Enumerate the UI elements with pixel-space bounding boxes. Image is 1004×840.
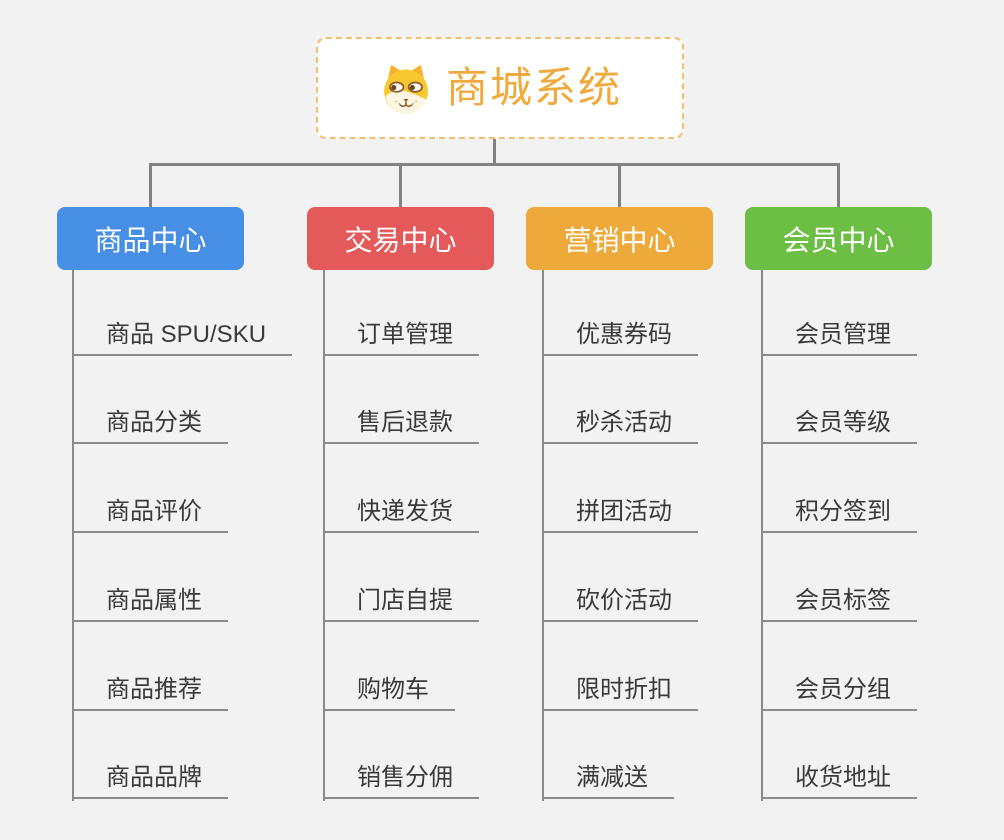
- branch-node-product-center[interactable]: 商品中心: [57, 207, 244, 270]
- leaf-node[interactable]: 拼团活动: [542, 497, 698, 533]
- connector-trunk-horizontal: [149, 163, 840, 166]
- leaf-node[interactable]: 订单管理: [323, 320, 479, 356]
- connector-column-member: [761, 270, 763, 801]
- root-label: 商城系统: [445, 64, 622, 111]
- leaf-node[interactable]: 商品分类: [72, 408, 228, 444]
- root-node[interactable]: 商城系统: [316, 37, 684, 139]
- leaf-node[interactable]: 会员标签: [761, 586, 917, 622]
- leaf-node[interactable]: 收货地址: [761, 763, 917, 799]
- branch-label: 交易中心: [344, 224, 457, 256]
- branch-label: 营销中心: [563, 224, 676, 256]
- connector-drop-member: [837, 166, 840, 208]
- connector-column-trade: [323, 270, 325, 801]
- leaf-node[interactable]: 满减送: [542, 763, 674, 799]
- leaf-node[interactable]: 商品推荐: [72, 675, 228, 711]
- leaf-node[interactable]: 商品 SPU/SKU: [72, 320, 293, 356]
- leaf-node[interactable]: 优惠券码: [542, 320, 698, 356]
- leaf-node[interactable]: 限时折扣: [542, 675, 698, 711]
- leaf-node[interactable]: 商品评价: [72, 497, 228, 533]
- leaf-node[interactable]: 会员等级: [761, 408, 917, 444]
- leaf-node[interactable]: 商品属性: [72, 586, 228, 622]
- leaf-node[interactable]: 砍价活动: [542, 586, 698, 622]
- leaf-node[interactable]: 秒杀活动: [542, 408, 698, 444]
- leaf-node[interactable]: 积分签到: [761, 497, 917, 533]
- branch-label: 商品中心: [94, 224, 207, 256]
- leaf-node[interactable]: 门店自提: [323, 586, 479, 622]
- connector-column-product: [72, 270, 74, 801]
- connector-drop-product: [149, 166, 152, 208]
- branch-node-trade-center[interactable]: 交易中心: [307, 207, 494, 270]
- leaf-node[interactable]: 会员分组: [761, 675, 917, 711]
- leaf-node[interactable]: 会员管理: [761, 320, 917, 356]
- leaf-node[interactable]: 购物车: [323, 675, 455, 711]
- branch-label: 会员中心: [782, 224, 895, 256]
- branch-node-marketing-center[interactable]: 营销中心: [526, 207, 713, 270]
- leaf-node[interactable]: 快递发货: [323, 497, 479, 533]
- connector-drop-marketing: [618, 166, 621, 208]
- shiba-dog-icon: [378, 61, 434, 115]
- leaf-node[interactable]: 销售分佣: [323, 763, 479, 799]
- connector-root-stem: [493, 139, 496, 164]
- connector-column-marketing: [542, 270, 544, 801]
- leaf-node[interactable]: 商品品牌: [72, 763, 228, 799]
- leaf-node[interactable]: 售后退款: [323, 408, 479, 444]
- connector-drop-trade: [399, 166, 402, 208]
- branch-node-member-center[interactable]: 会员中心: [745, 207, 932, 270]
